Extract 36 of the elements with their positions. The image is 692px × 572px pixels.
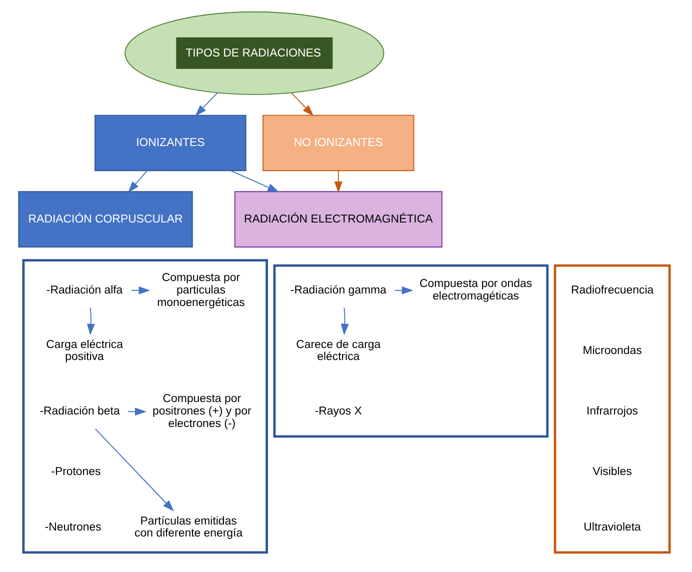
node-text: Partículas emitidas con diferente energía — [134, 515, 242, 540]
node-box: NO IONIZANTES — [262, 114, 414, 172]
node-box: IONIZANTES — [94, 114, 246, 172]
arrow — [126, 408, 146, 416]
node-text: -Rayos X — [314, 406, 362, 418]
node-text: Compuesta por positrones (+) y por electrones (-) — [152, 393, 251, 430]
node-ellipse: TIPOS DE RADIACIONES — [124, 11, 384, 95]
node-text: -Neutrones — [44, 522, 101, 534]
arrow — [130, 286, 150, 294]
node-text: Ultravioleta — [583, 522, 640, 534]
arrow — [394, 286, 413, 294]
arrow — [290, 92, 314, 116]
node-text: Carece de carga eléctrica — [296, 338, 380, 364]
arrow — [334, 170, 342, 193]
node-box: RADIACIÓN ELECTROMAGNÉTICA — [234, 191, 442, 248]
node-text: Microondas — [582, 344, 642, 357]
node-text: Compuesta por particulas monoenergéticas — [156, 272, 244, 309]
node-text: Carga eléctrica positiva — [46, 338, 122, 364]
arrow — [86, 307, 94, 336]
node-text: -Radiación beta — [39, 406, 120, 418]
arrow — [230, 170, 279, 192]
cluster — [553, 264, 670, 554]
node-text: Visibles — [592, 466, 632, 478]
node-text: Infrarrojos — [586, 406, 638, 418]
node-text: -Radiación alfa — [46, 284, 122, 296]
cluster — [22, 259, 268, 554]
arrow — [94, 428, 174, 512]
node-box: RADIACIÓN CORPUSCULAR — [18, 191, 192, 248]
arrow — [194, 92, 218, 116]
node-text: -Radiación gamma — [290, 284, 386, 296]
node-text: Radiofrecuencia — [570, 284, 654, 296]
node-text: Compuesta por ondas electromagéticas — [419, 278, 532, 303]
arrow — [127, 170, 147, 193]
node-text: -Protones — [50, 466, 100, 478]
arrow — [340, 307, 348, 336]
cluster — [272, 264, 548, 438]
